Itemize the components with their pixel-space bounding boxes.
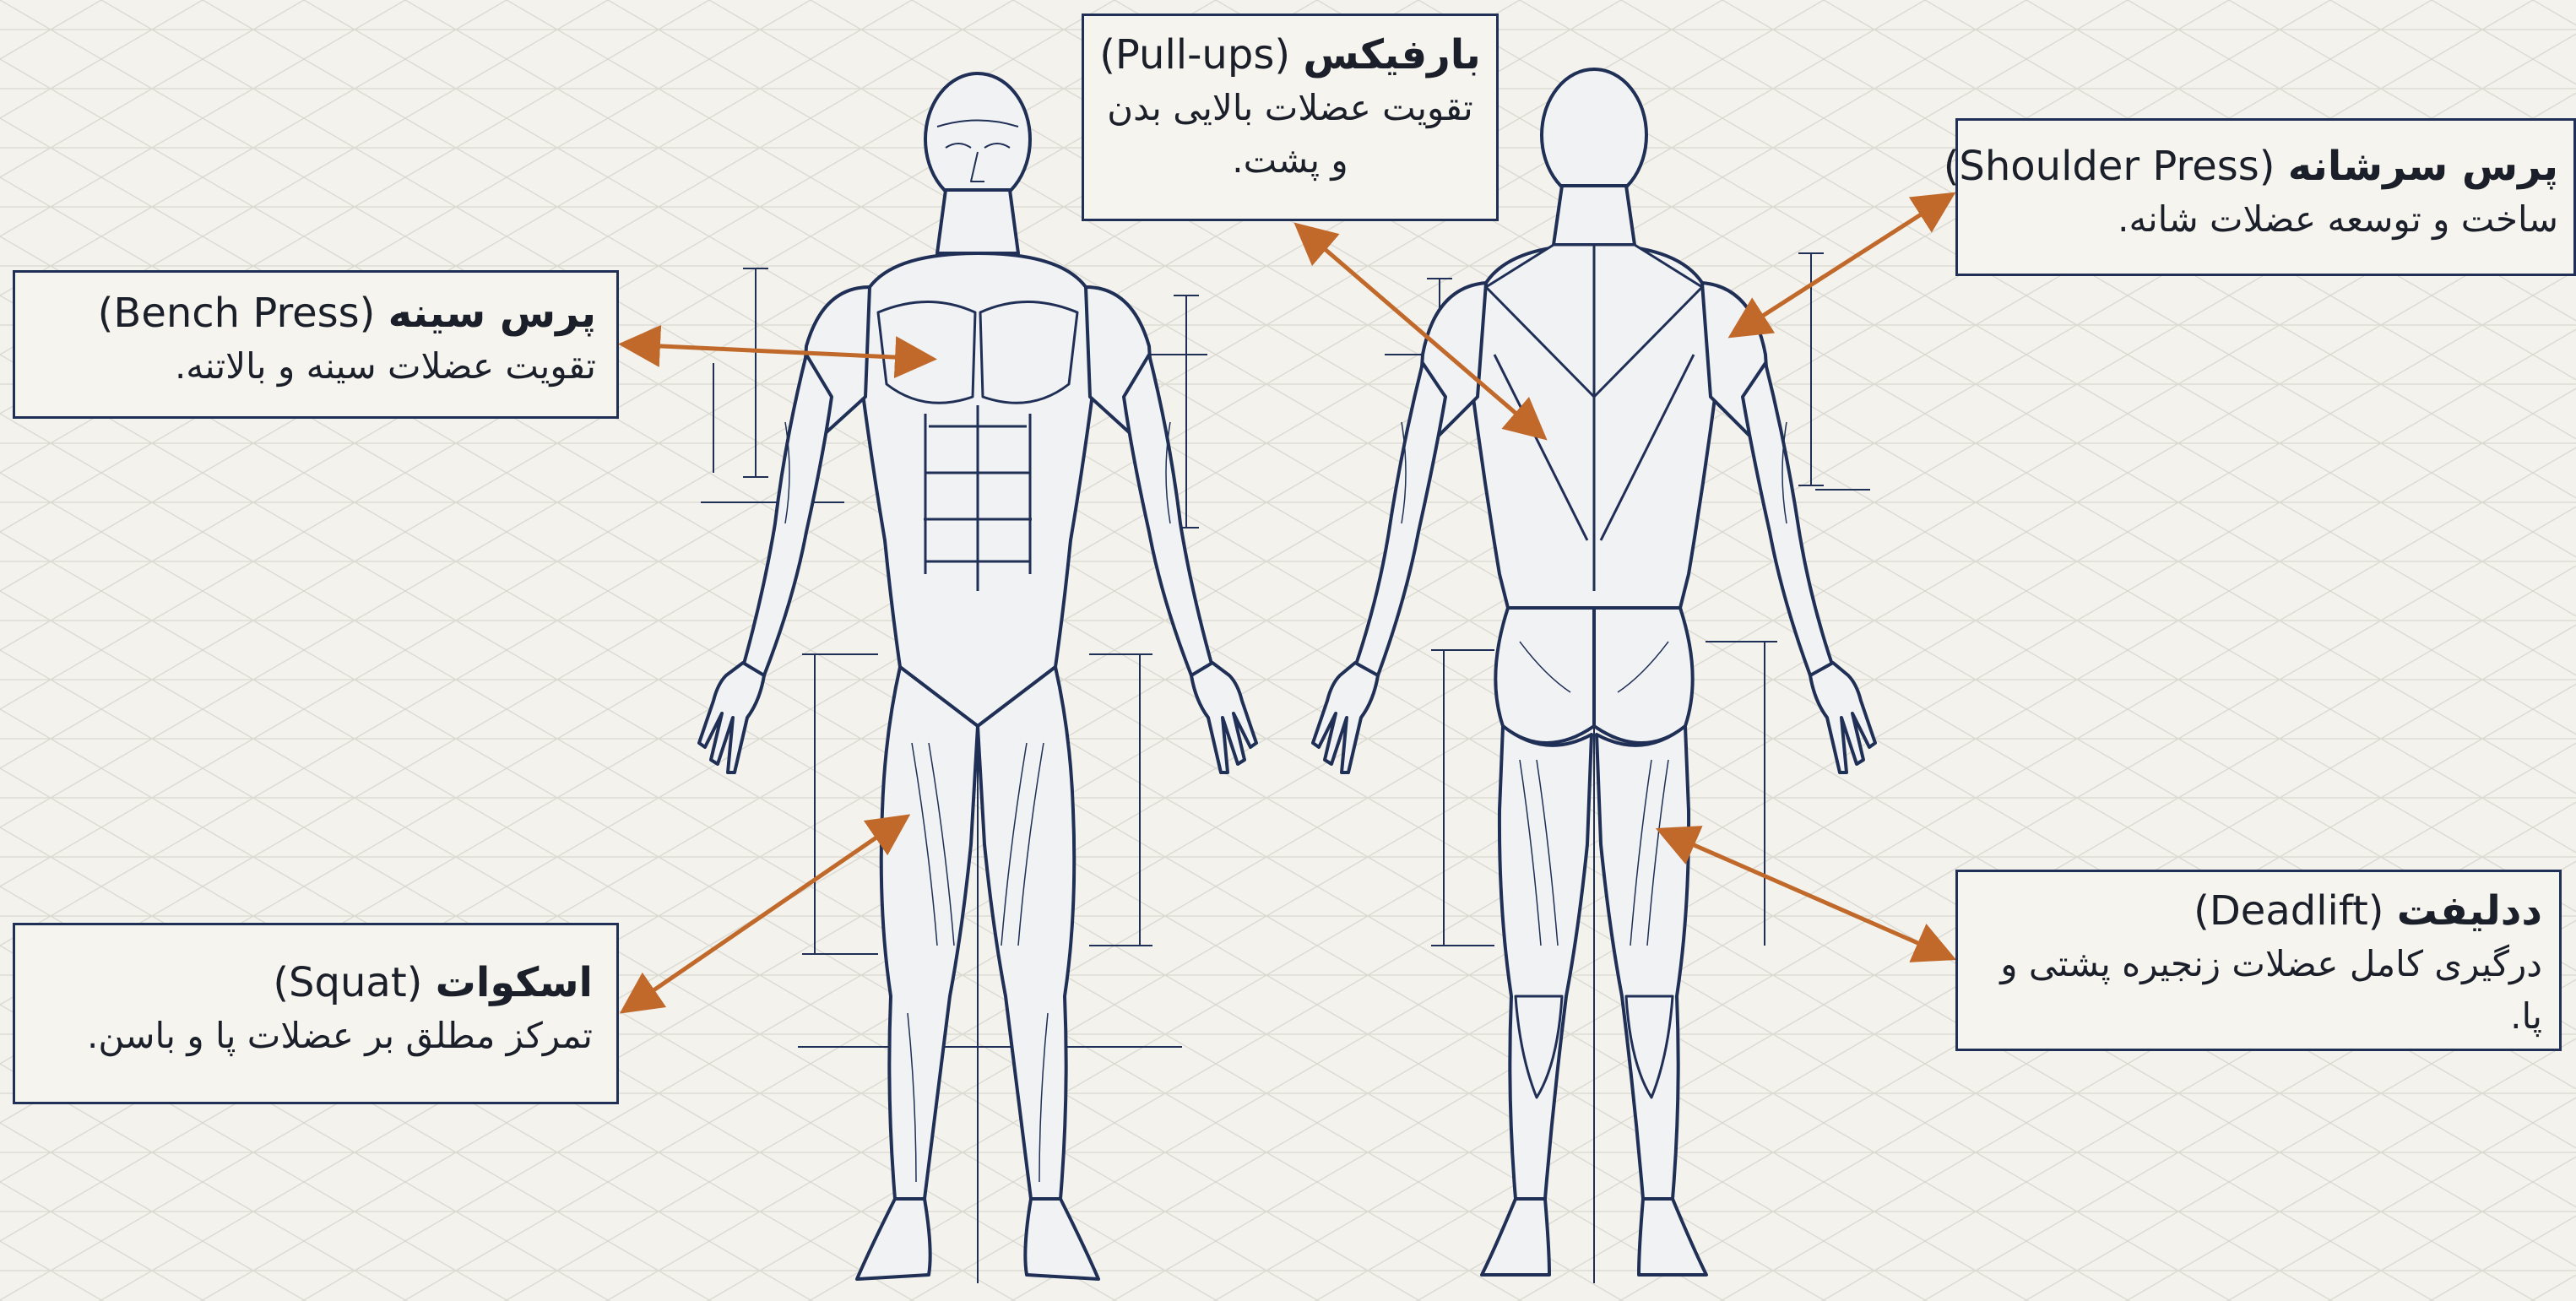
callout-shoulder-title: پرس سرشانه (Shoulder Press): [1973, 139, 2558, 193]
callout-pullups-title: بارفیکس (Pull-ups): [1099, 28, 1481, 82]
callout-squat: اسکوات (Squat) تمرکز مطلق بر عضلات پا و …: [13, 923, 619, 1104]
callout-bench-press: پرس سینه (Bench Press) تقویت عضلات سینه …: [13, 270, 619, 419]
callout-deadlift-desc: درگیری کامل عضلات زنجیره پشتی و پا.: [1975, 938, 2542, 1043]
callout-squat-desc: تمرکز مطلق بر عضلات پا و باسن.: [35, 1010, 593, 1062]
callout-deadlift-title: ددلیفت (Deadlift): [1975, 884, 2542, 938]
callout-bench-desc: تقویت عضلات سینه و بالاتنه.: [35, 340, 596, 393]
callout-bench-title: پرس سینه (Bench Press): [35, 286, 596, 340]
callout-pullups-desc: تقویت عضلات بالایی بدن و پشت.: [1099, 82, 1481, 187]
callout-pull-ups: بارفیکس (Pull-ups) تقویت عضلات بالایی بد…: [1082, 14, 1499, 221]
callout-deadlift: ددلیفت (Deadlift) درگیری کامل عضلات زنجی…: [1955, 870, 2562, 1051]
callout-squat-title: اسکوات (Squat): [35, 956, 593, 1010]
callout-shoulder-desc: ساخت و توسعه عضلات شانه.: [1973, 193, 2558, 246]
callout-shoulder-press: پرس سرشانه (Shoulder Press) ساخت و توسعه…: [1955, 118, 2576, 276]
